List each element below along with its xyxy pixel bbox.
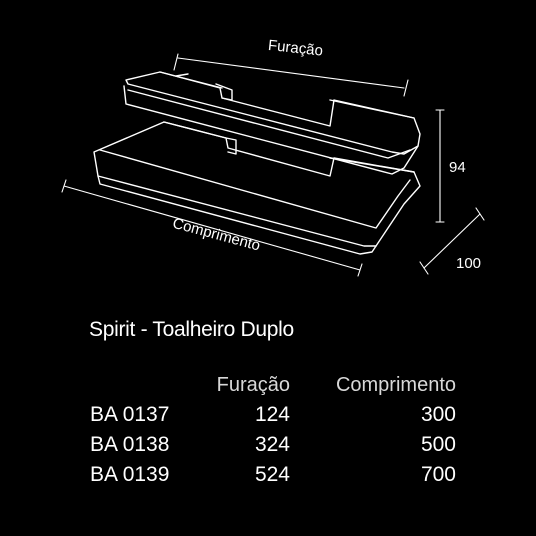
product-title: Spirit - Toalheiro Duplo (89, 318, 294, 341)
row-comprimento: 700 (420, 463, 456, 486)
upper-towel-bar (123, 71, 421, 175)
row-comprimento: 300 (420, 403, 456, 426)
table-row: BA 0139 524 700 (90, 460, 456, 490)
header-comprimento: Comprimento (335, 374, 456, 396)
comprimento-dimension-label: Comprimento (171, 215, 262, 255)
lower-towel-bar (93, 121, 421, 255)
specs-table: Furação Comprimento BA 0137 124 300 BA 0… (90, 370, 456, 490)
row-furacao: 524 (254, 463, 290, 486)
row-furacao: 324 (254, 433, 290, 456)
row-furacao: 124 (254, 403, 290, 426)
table-row: BA 0138 324 500 (90, 430, 456, 460)
header-furacao: Furação (216, 374, 290, 396)
row-code: BA 0138 (90, 433, 170, 456)
row-code: BA 0139 (90, 463, 170, 486)
towel-rack-technical-drawing: Furação 94 100 Comprimento (61, 37, 485, 277)
dimension-lines (61, 53, 485, 277)
row-code: BA 0137 (90, 403, 170, 426)
furacao-dimension-label: Furação (267, 37, 324, 60)
row-comprimento: 500 (420, 433, 456, 456)
table-header-row: Furação Comprimento (90, 370, 456, 400)
height-dimension-label: 94 (449, 159, 466, 176)
depth-dimension-label: 100 (456, 255, 481, 272)
header-code (90, 370, 210, 400)
table-row: BA 0137 124 300 (90, 400, 456, 430)
